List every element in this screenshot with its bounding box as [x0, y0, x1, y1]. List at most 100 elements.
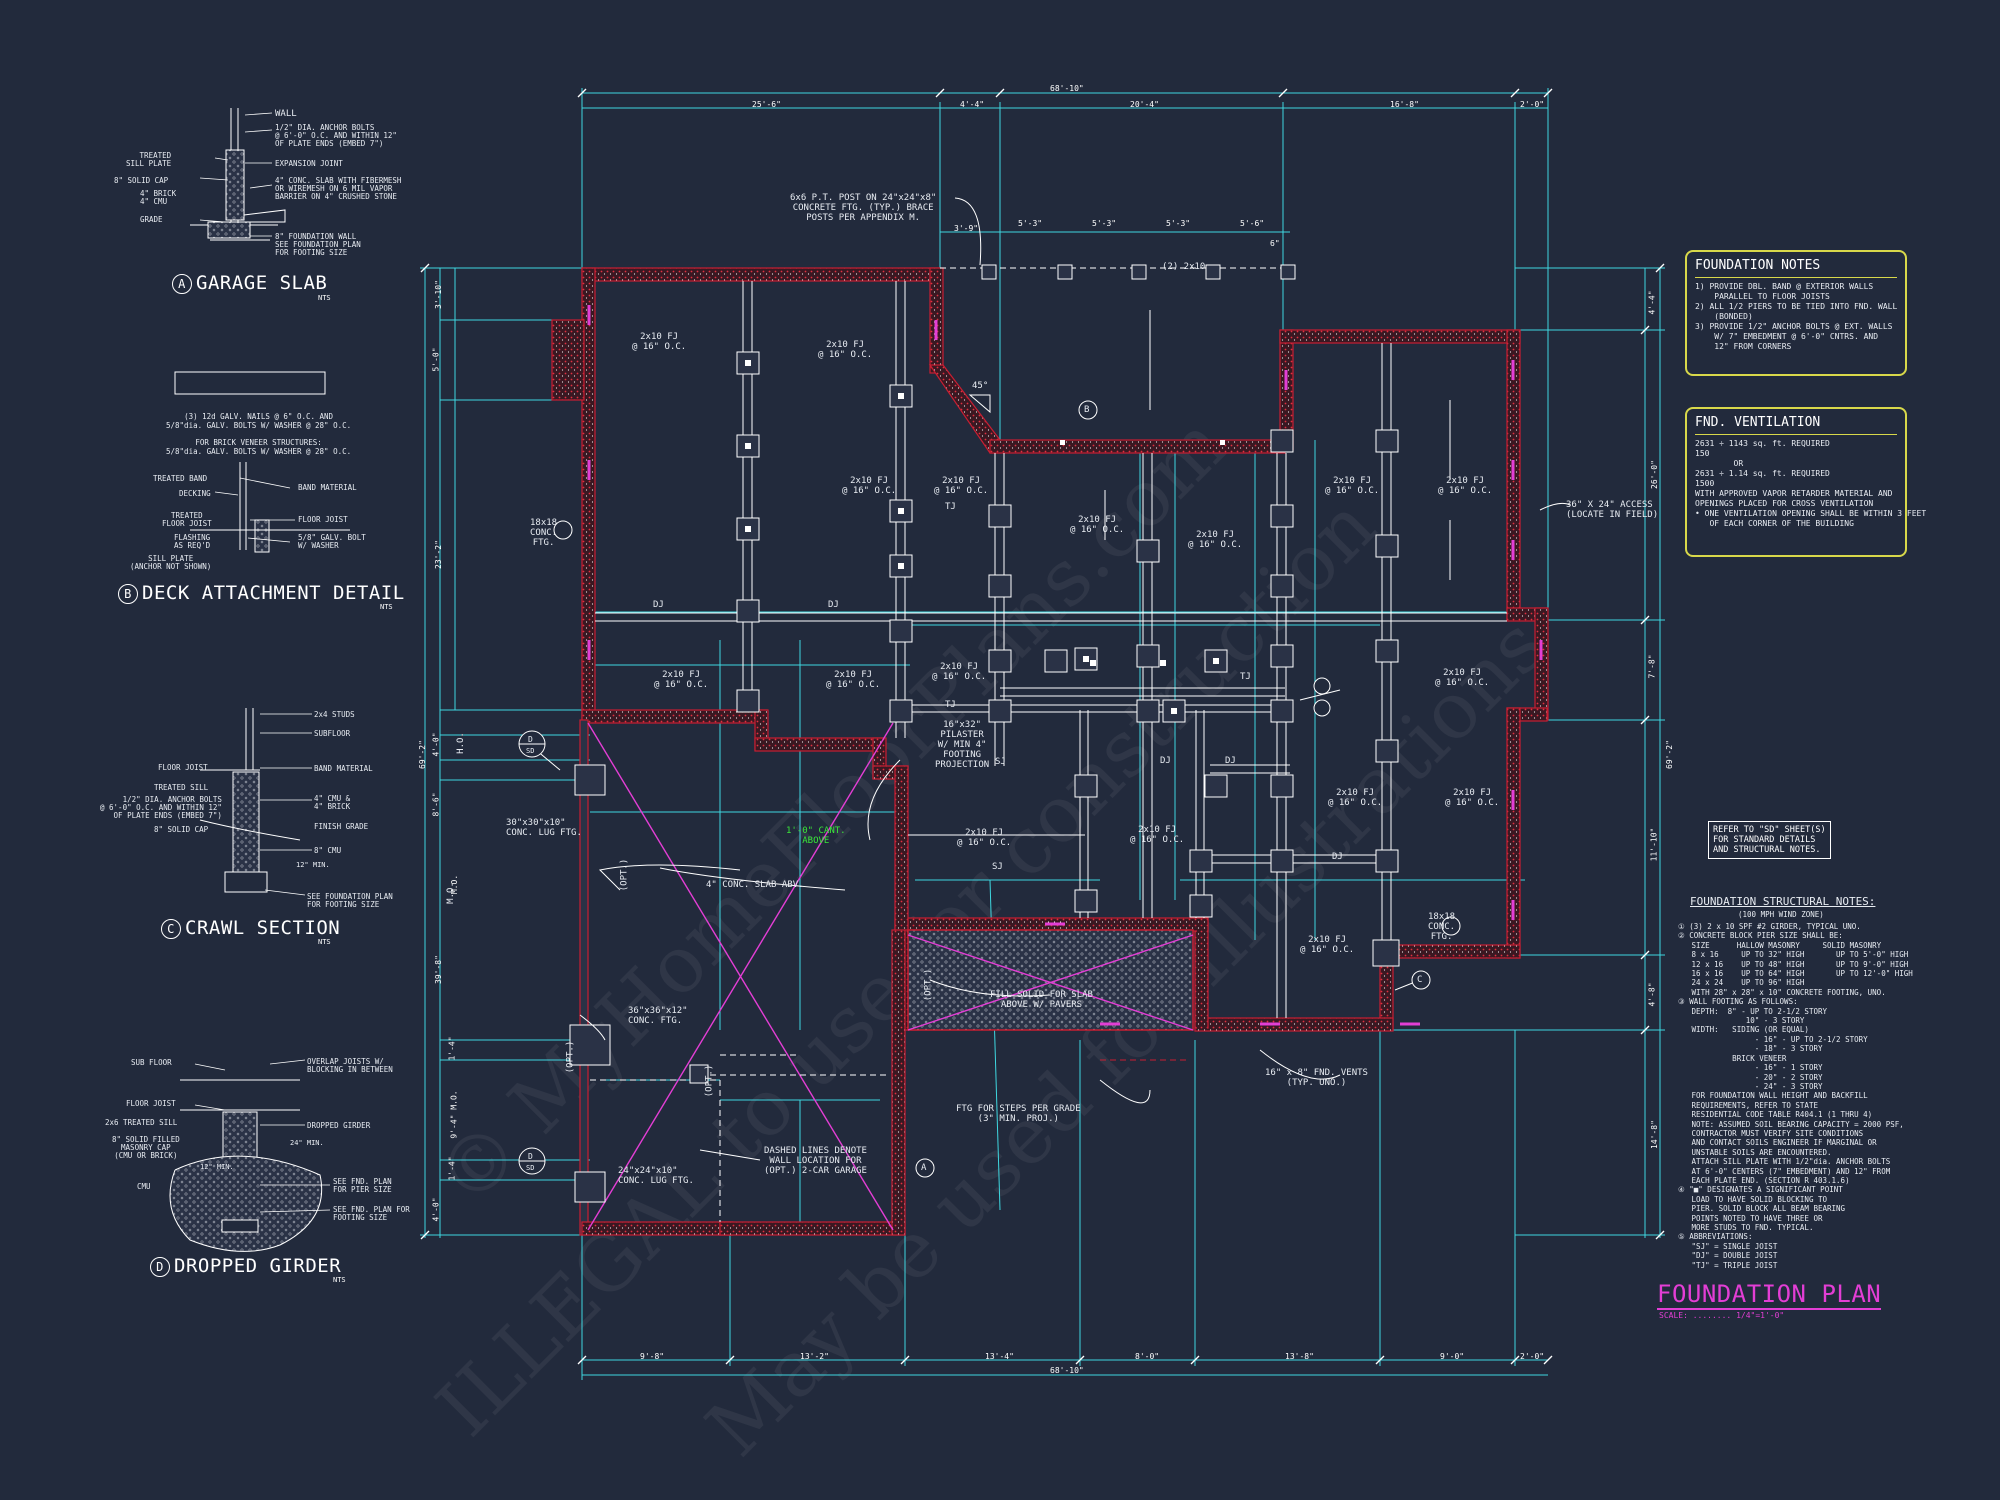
dim-deck: 5'-6"	[1240, 219, 1265, 228]
deck-label-treated-joist: TREATED FLOOR JOIST	[162, 511, 212, 528]
dj-label: DJ	[1225, 756, 1236, 766]
foundation-note-line: 12" FROM CORNERS	[1695, 342, 1792, 351]
dim-deck: 5'-3"	[1018, 219, 1043, 228]
structural-note-line: MORE STUDS TO FND. TYPICAL.	[1678, 1223, 1814, 1232]
crawl-label-floor-joist: FLOOR JOIST	[158, 763, 208, 772]
dim-left: 5'-0"	[431, 347, 441, 372]
structural-note-line: PIER. SOLID BLOCK ALL BEAM BEARING	[1678, 1204, 1846, 1214]
detail-d-marker: D	[150, 1256, 170, 1277]
slab-label: 4" CONC. SLAB ABV.	[706, 880, 804, 890]
crawl-section-nts: NTS	[318, 938, 331, 946]
sd-label: SD	[526, 1164, 535, 1172]
fj-label: 2x10 FJ @ 16" O.C.	[957, 828, 1012, 848]
structural-notes-subtitle: (100 MPH WIND ZONE)	[1738, 910, 1824, 919]
dim-left: 4'-0"	[431, 1197, 441, 1222]
garage-slab-title-text: GARAGE SLAB	[196, 272, 328, 294]
garage-slab-label-wall: WALL	[275, 109, 297, 119]
structural-note-line: - 18" - 3 STORY	[1678, 1044, 1823, 1054]
plan-marker-a: A	[921, 1163, 927, 1173]
dim-bottom-segment: 9'-0"	[1440, 1352, 1465, 1361]
girder-label-pier: SEE FND. PLAN FOR PIER SIZE	[333, 1177, 392, 1194]
dj-label: DJ	[1332, 852, 1343, 862]
opt-label: (OPT.)	[704, 1064, 715, 1098]
garage-slab-nts: NTS	[318, 294, 331, 302]
deck-attachment-nts: NTS	[380, 603, 393, 611]
girder-label-footing: SEE FND. PLAN FOR FOOTING SIZE	[333, 1205, 410, 1222]
structural-note-line: WITH 28" x 28" x 10" CONCRETE FOOTING, U…	[1678, 987, 1886, 997]
dim-left: 9'-4" M.O.	[449, 1090, 459, 1139]
tj-label: TJ	[1240, 672, 1251, 682]
fj-label: 2x10 FJ @ 16" O.C.	[1438, 476, 1493, 496]
tj-label: TJ	[945, 502, 956, 512]
dim-bottom-segment: 13'-2"	[800, 1352, 829, 1361]
structural-note-line: "DJ" = DOUBLE JOIST	[1678, 1251, 1778, 1261]
structural-note-line: ④ "■" DESIGNATES A SIGNIFICANT POINT	[1678, 1185, 1843, 1195]
conc-ftg-label: 18x18 CONC. FTG.	[530, 518, 558, 548]
sj-label: SJ	[995, 757, 1006, 767]
dim-left: 1'-4"	[447, 1036, 457, 1061]
structural-note-line: 12 x 16 UP TO 48" HIGH UP TO 9'-0" HIGH	[1678, 959, 1909, 969]
dim-top-overall: 68'-10"	[1050, 84, 1084, 93]
opt-label: (OPT.)	[565, 1040, 576, 1074]
detail-a-marker: A	[172, 273, 192, 294]
post-note: 6x6 P.T. POST ON 24"x24"x8" CONCRETE FTG…	[790, 193, 937, 223]
plan-title: FOUNDATION PLAN	[1657, 1280, 1882, 1310]
dim-left: 3'-10"	[433, 280, 443, 309]
foundation-note-line: (BONDED)	[1695, 312, 1753, 321]
dim-deck: 5'-3"	[1092, 219, 1117, 228]
structural-note-line: - 24" - 3 STORY	[1678, 1081, 1823, 1091]
fj-label: 2x10 FJ @ 16" O.C.	[1300, 935, 1355, 955]
structural-notes-title: FOUNDATION STRUCTURAL NOTES:	[1690, 895, 1876, 908]
fj-label: 2x10 FJ @ 16" O.C.	[826, 670, 881, 690]
deck-label-nails: (3) 12d GALV. NAILS @ 6" O.C. AND 5/8"di…	[166, 412, 352, 430]
structural-note-line: ② CONCRETE BLOCK PIER SIZE SHALL BE:	[1678, 931, 1843, 941]
mo-label: M.O.	[445, 882, 456, 904]
fj-label: 2x10 FJ @ 16" O.C.	[632, 332, 687, 352]
dim-right: 4'-4"	[1647, 290, 1657, 315]
structural-note-line: BRICK VENEER	[1678, 1053, 1787, 1063]
dim-right: 14'-8"	[1649, 1120, 1659, 1149]
dj-label: DJ	[1160, 756, 1171, 766]
fj-label: 2x10 FJ @ 16" O.C.	[1070, 515, 1125, 535]
garage-slab-label-foundation: 8" FOUNDATION WALL SEE FOUNDATION PLAN F…	[275, 232, 361, 257]
ventilation-line: OR	[1695, 459, 1744, 468]
structural-note-line: - 16" - UP TO 2-1/2 STORY	[1678, 1034, 1868, 1044]
fj-label: 2x10 FJ @ 16" O.C.	[1188, 530, 1243, 550]
crawl-label-band: BAND MATERIAL	[314, 764, 373, 773]
foundation-notes-box: FOUNDATION NOTES 1) PROVIDE DBL. BAND @ …	[1685, 250, 1907, 376]
dj-label: DJ	[653, 600, 664, 610]
pilaster-label: 16"x32" PILASTER W/ MIN 4" FOOTING PROJE…	[935, 720, 990, 770]
vents-label: 16" x 8" FND. VENTS (TYP. UNO.)	[1265, 1068, 1368, 1088]
conc-ftg-label: 18x18 CONC. FTG.	[1428, 912, 1456, 942]
crawl-label-brick: 4" CMU & 4" BRICK	[314, 794, 351, 811]
structural-note-line: 16 x 16 UP TO 64" HIGH UP TO 12'-0" HIGH	[1678, 969, 1913, 979]
plan-scale: SCALE: ........ 1/4"=1'-0"	[1659, 1311, 1785, 1320]
structural-note-line: ⑤ ABBREVIATIONS:	[1678, 1232, 1753, 1242]
structural-note-line: REQUIREMENTS, REFER TO STATE	[1678, 1100, 1818, 1110]
fj-label: 2x10 FJ @ 16" O.C.	[842, 476, 897, 496]
foundation-note-line: 3) PROVIDE 1/2" ANCHOR BOLTS @ EXT. WALL…	[1695, 322, 1893, 331]
deck-attachment-title-text: DECK ATTACHMENT DETAIL	[142, 582, 405, 604]
ventilation-line: 2631 ÷ 1143 sq. ft. REQUIRED	[1695, 439, 1830, 448]
access-label: 36" X 24" ACCESS (LOCATE IN FIELD)	[1566, 500, 1659, 520]
dim-deck: 6"	[1270, 239, 1280, 248]
deck-label-decking: DECKING	[179, 489, 211, 498]
dim-left: 1'-4"	[447, 1156, 457, 1181]
plan-marker-b: B	[1084, 405, 1090, 415]
ventilation-line: 2631 ÷ 1.14 sq. ft. REQUIRED	[1695, 469, 1830, 478]
dim-left: 39'-8"	[433, 955, 443, 984]
refer-sd-box: REFER TO "SD" SHEET(S) FOR STANDARD DETA…	[1708, 821, 1831, 859]
garage-slab-label-brick: 4" BRICK 4" CMU	[140, 189, 177, 206]
garage-slab-label-expansion: EXPANSION JOINT	[275, 159, 343, 168]
deck-label-band-material: BAND MATERIAL	[298, 483, 357, 492]
structural-note-line: ① (3) 2 x 10 SPF #2 GIRDER, TYPICAL UNO.	[1678, 922, 1861, 931]
cantilever-label: 1'-0" CANT. ABOVE	[786, 826, 846, 846]
fill-solid-label: FILL SOLID FOR SLAB ABOVE W/ PAVERS	[990, 990, 1093, 1010]
girder-label-12min: 12" MIN.	[200, 1163, 234, 1171]
garage-slab-label-cap: 8" SOLID CAP	[114, 176, 169, 185]
